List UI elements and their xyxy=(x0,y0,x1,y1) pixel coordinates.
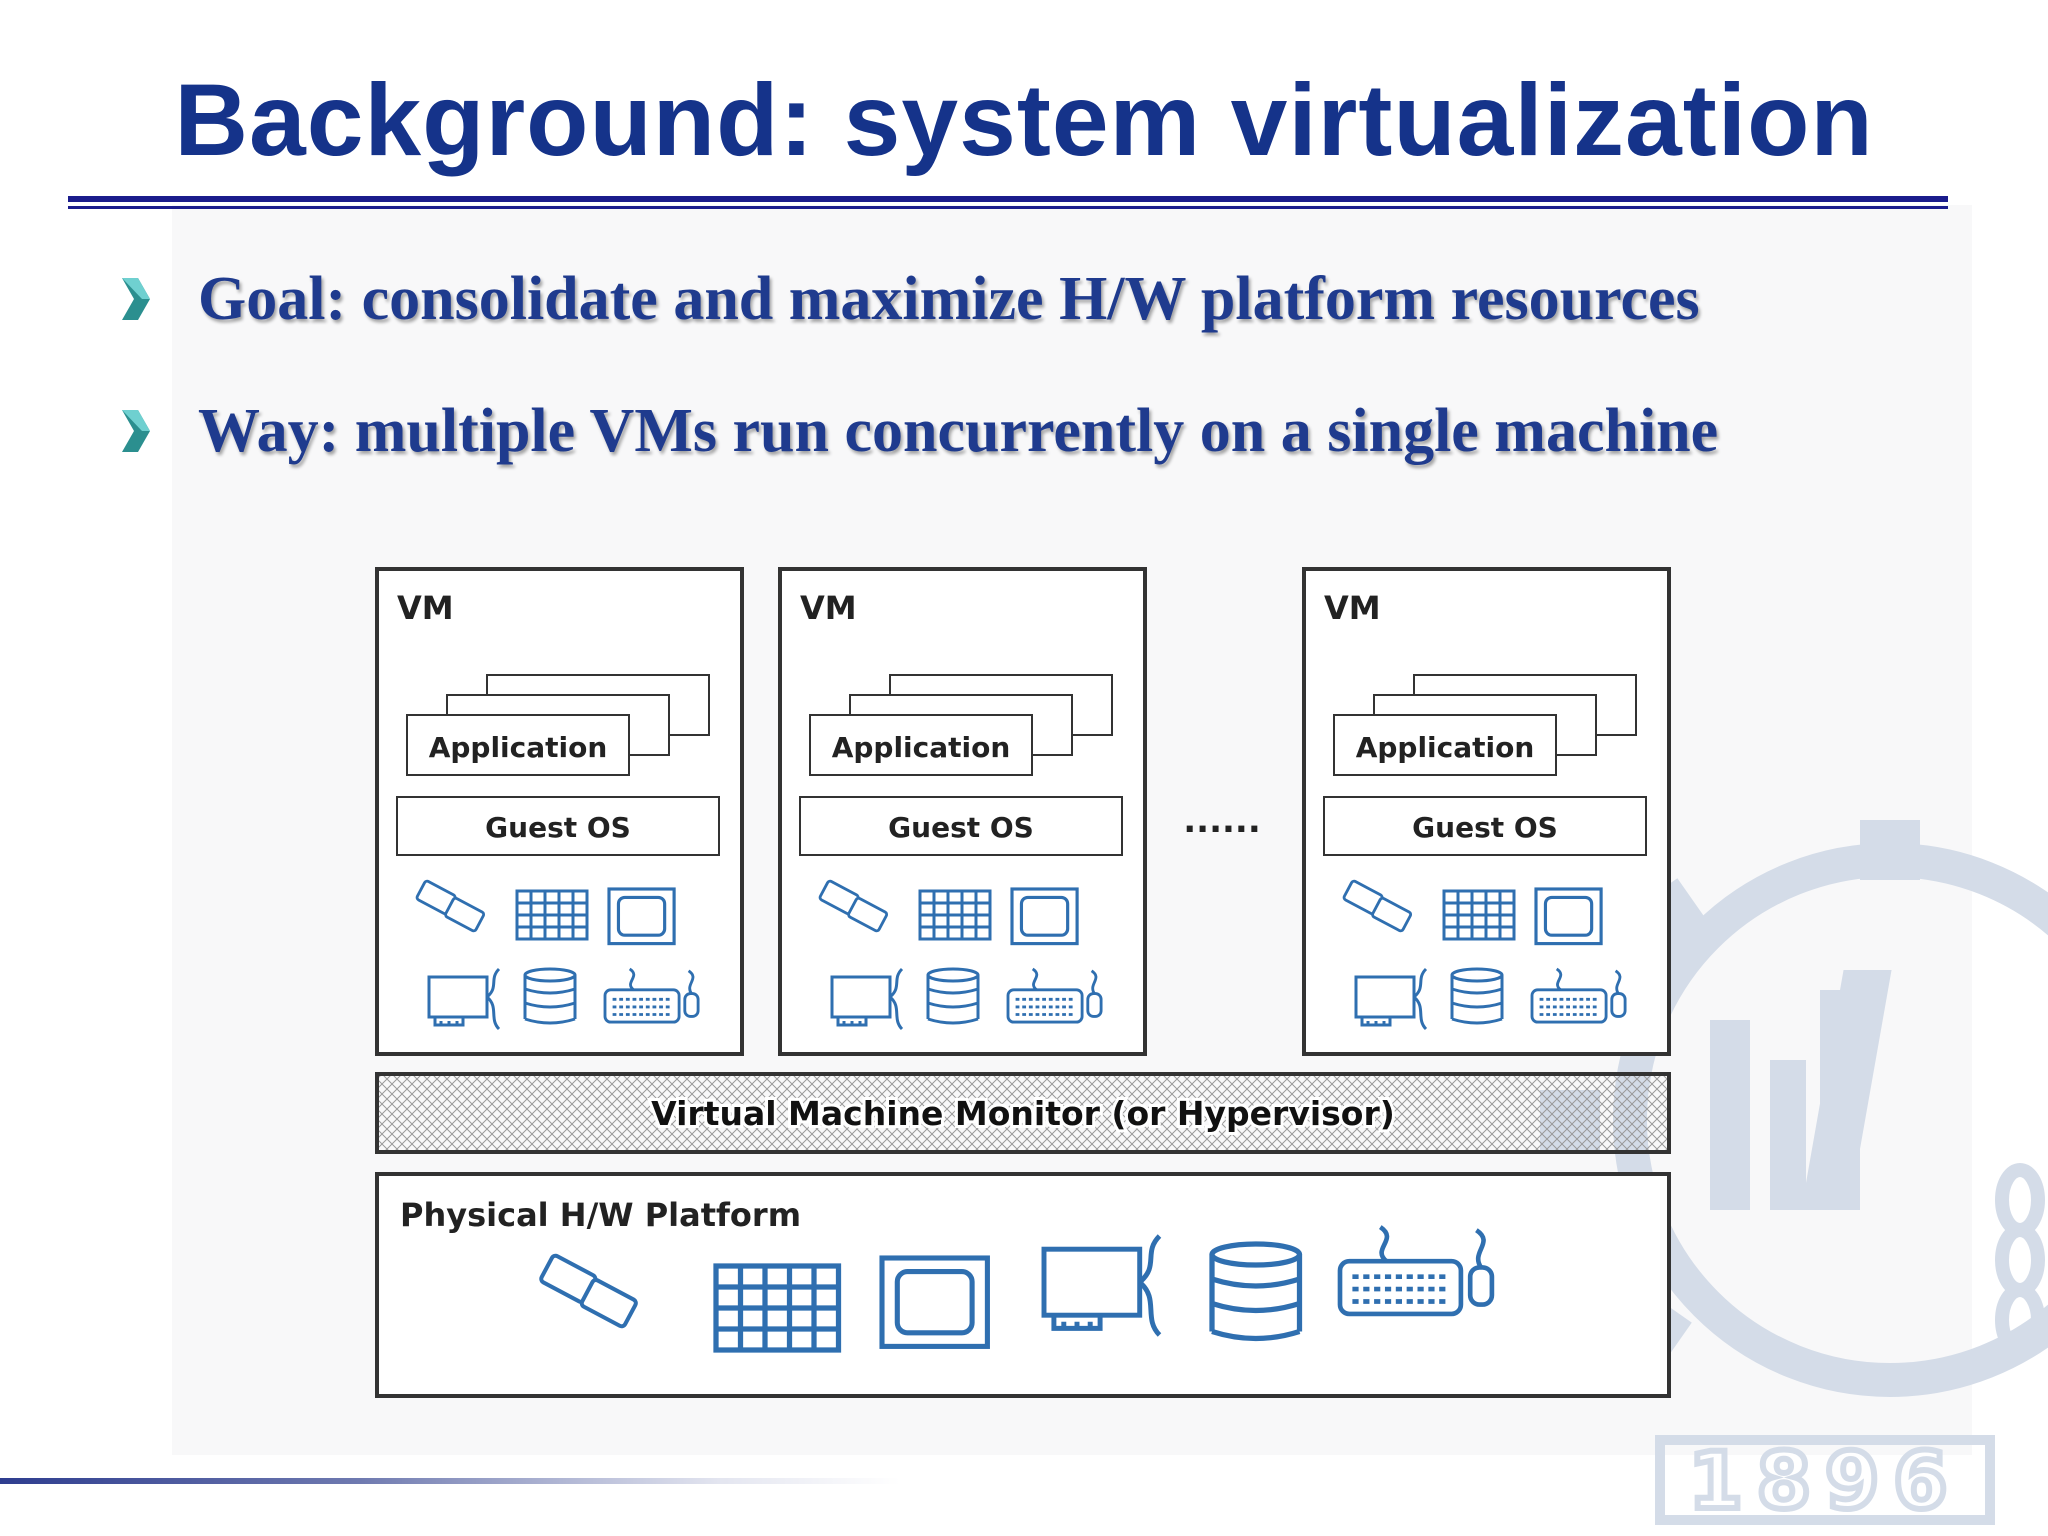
application-label: Application xyxy=(1356,731,1535,764)
platform-label: Physical H/W Platform xyxy=(400,1196,801,1234)
vm-box: VM Application Guest OS xyxy=(375,567,744,1056)
title-rule xyxy=(68,196,1948,212)
slide-title: Background: system virtualization xyxy=(174,63,1874,177)
vm-box: VM Application Guest OS xyxy=(1302,567,1671,1056)
vm-ellipsis: ...... xyxy=(1183,801,1261,841)
physical-platform-box: Physical H/W Platform xyxy=(375,1172,1671,1398)
hypervisor-label: Virtual Machine Monitor (or Hypervisor) xyxy=(651,1094,1395,1133)
application-box xyxy=(809,714,1033,776)
application-box xyxy=(406,714,630,776)
bullet-arrow-icon xyxy=(122,410,150,452)
guest-os-box xyxy=(799,796,1123,856)
chain-icon xyxy=(1995,1163,2045,1357)
watermark-year: 1896 xyxy=(1688,1437,1961,1527)
vm-label: VM xyxy=(397,589,454,627)
guest-os-box xyxy=(1323,796,1647,856)
bullet-text: Goal: consolidate and maximize H/W platf… xyxy=(198,265,1700,333)
application-box xyxy=(1333,714,1557,776)
bullet-item: Way: multiple VMs run concurrently on a … xyxy=(118,396,1998,486)
year-plate xyxy=(1655,1435,1995,1525)
vm-label: VM xyxy=(800,589,857,627)
guest-os-label: Guest OS xyxy=(1412,811,1558,844)
bullet-item: Goal: consolidate and maximize H/W platf… xyxy=(118,264,1998,354)
building-icon xyxy=(1710,970,1892,1210)
footer-gradient-line xyxy=(0,1478,900,1484)
virtualization-diagram: VM Application Guest OS VM Application G… xyxy=(375,567,1671,1398)
guest-os-label: Guest OS xyxy=(888,811,1034,844)
guest-os-label: Guest OS xyxy=(485,811,631,844)
hypervisor-layer: Virtual Machine Monitor (or Hypervisor) xyxy=(375,1072,1671,1154)
guest-os-box xyxy=(396,796,720,856)
vm-label: VM xyxy=(1324,589,1381,627)
vm-box: VM Application Guest OS xyxy=(778,567,1147,1056)
application-label: Application xyxy=(832,731,1011,764)
bullet-arrow-icon xyxy=(122,278,150,320)
bullet-text: Way: multiple VMs run concurrently on a … xyxy=(198,397,1719,465)
application-label: Application xyxy=(429,731,608,764)
